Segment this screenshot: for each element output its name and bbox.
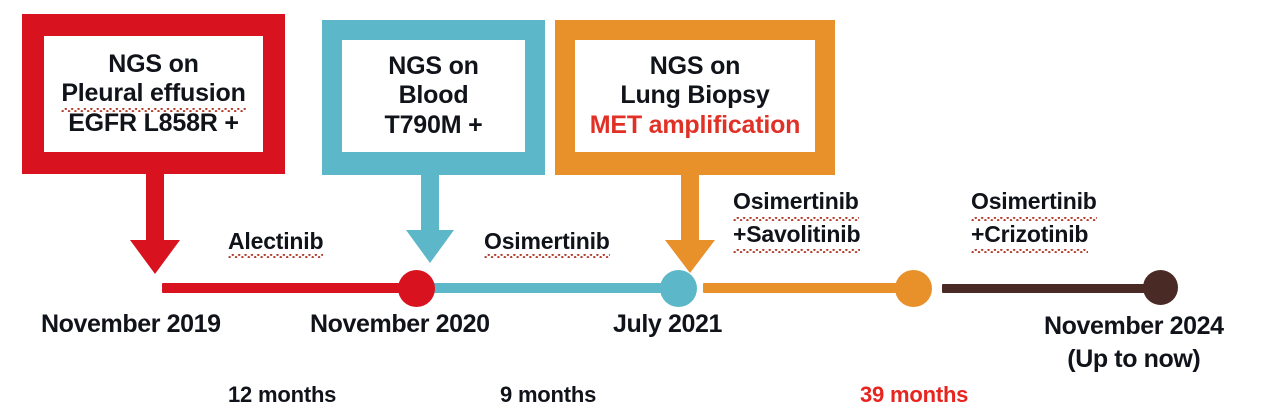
ngs-line: NGS on xyxy=(108,50,199,79)
date-line-2: (Up to now) xyxy=(1067,345,1201,373)
date-label-nov-2024: November 2024 (Up to now) xyxy=(1044,310,1224,376)
date-label-nov-2020: November 2020 xyxy=(310,310,490,338)
ngs-line: Lung Biopsy xyxy=(620,81,770,110)
ngs-box-lung-biopsy-panel: NGS on Lung Biopsy MET amplification xyxy=(575,40,815,152)
duration-label-39-months: 39 months xyxy=(860,382,969,407)
ngs-line: Pleural effusion xyxy=(61,79,247,112)
treatment-line-1: Osimertinib xyxy=(971,185,1097,221)
misspelled-word: Pleural effusion xyxy=(61,79,247,112)
misspelled-word: Osimertinib xyxy=(971,185,1097,221)
treatment-label-osimertinib: Osimertinib xyxy=(484,228,610,258)
timeline-dot-savolitinib-start[interactable] xyxy=(895,270,932,307)
timeline-segment-teal xyxy=(428,283,682,293)
timeline-segment-red xyxy=(162,283,420,293)
misspelled-word: Osimertinib xyxy=(484,228,610,258)
ngs-line-highlight: MET amplification xyxy=(589,110,801,139)
treatment-label-osimertinib-savolitinib: Osimertinib +Savolitinib xyxy=(733,185,861,253)
treatment-line-1: Osimertinib xyxy=(733,185,860,221)
timeline-dot-jul-2021[interactable] xyxy=(660,270,697,307)
arrow-down-orange xyxy=(665,170,715,273)
misspelled-word: +Crizotinib xyxy=(971,218,1089,253)
timeline-segment-orange xyxy=(703,283,915,293)
ngs-line: EGFR L858R + xyxy=(68,108,239,137)
ngs-box-blood: NGS on Blood T790M + xyxy=(322,20,545,175)
ngs-box-lung-biopsy: NGS on Lung Biopsy MET amplification xyxy=(555,20,835,175)
treatment-line-2: +Crizotinib xyxy=(971,218,1097,253)
timeline-segment-brown xyxy=(942,284,1162,293)
ngs-line: Blood xyxy=(398,81,469,110)
duration-label-12-months: 12 months xyxy=(228,382,337,407)
duration-label-9-months: 9 months xyxy=(500,382,597,407)
timeline-dot-nov-2024[interactable] xyxy=(1143,270,1178,305)
arrow-down-red xyxy=(130,168,180,274)
timeline-dot-nov-2020[interactable] xyxy=(398,270,435,307)
treatment-line-2: +Savolitinib xyxy=(733,218,861,253)
ngs-line: NGS on xyxy=(388,52,479,81)
ngs-box-blood-panel: NGS on Blood T790M + xyxy=(342,40,525,152)
ngs-line: T790M + xyxy=(384,110,483,139)
date-label-jul-2021: July 2021 xyxy=(613,310,722,338)
misspelled-word: Osimertinib xyxy=(733,185,859,221)
date-line-1: November 2024 xyxy=(1044,312,1224,340)
misspelled-word: Alectinib xyxy=(228,228,324,258)
misspelled-word: +Savolitinib xyxy=(733,218,861,253)
ngs-box-pleural-effusion-panel: NGS on Pleural effusion EGFR L858R + xyxy=(44,36,263,152)
ngs-line: NGS on xyxy=(649,52,741,81)
date-label-nov-2019: November 2019 xyxy=(41,310,221,338)
arrow-down-teal xyxy=(406,170,454,263)
treatment-label-osimertinib-crizotinib: Osimertinib +Crizotinib xyxy=(971,185,1097,253)
treatment-label-alectinib: Alectinib xyxy=(228,228,324,258)
ngs-box-pleural-effusion: NGS on Pleural effusion EGFR L858R + xyxy=(22,14,285,174)
